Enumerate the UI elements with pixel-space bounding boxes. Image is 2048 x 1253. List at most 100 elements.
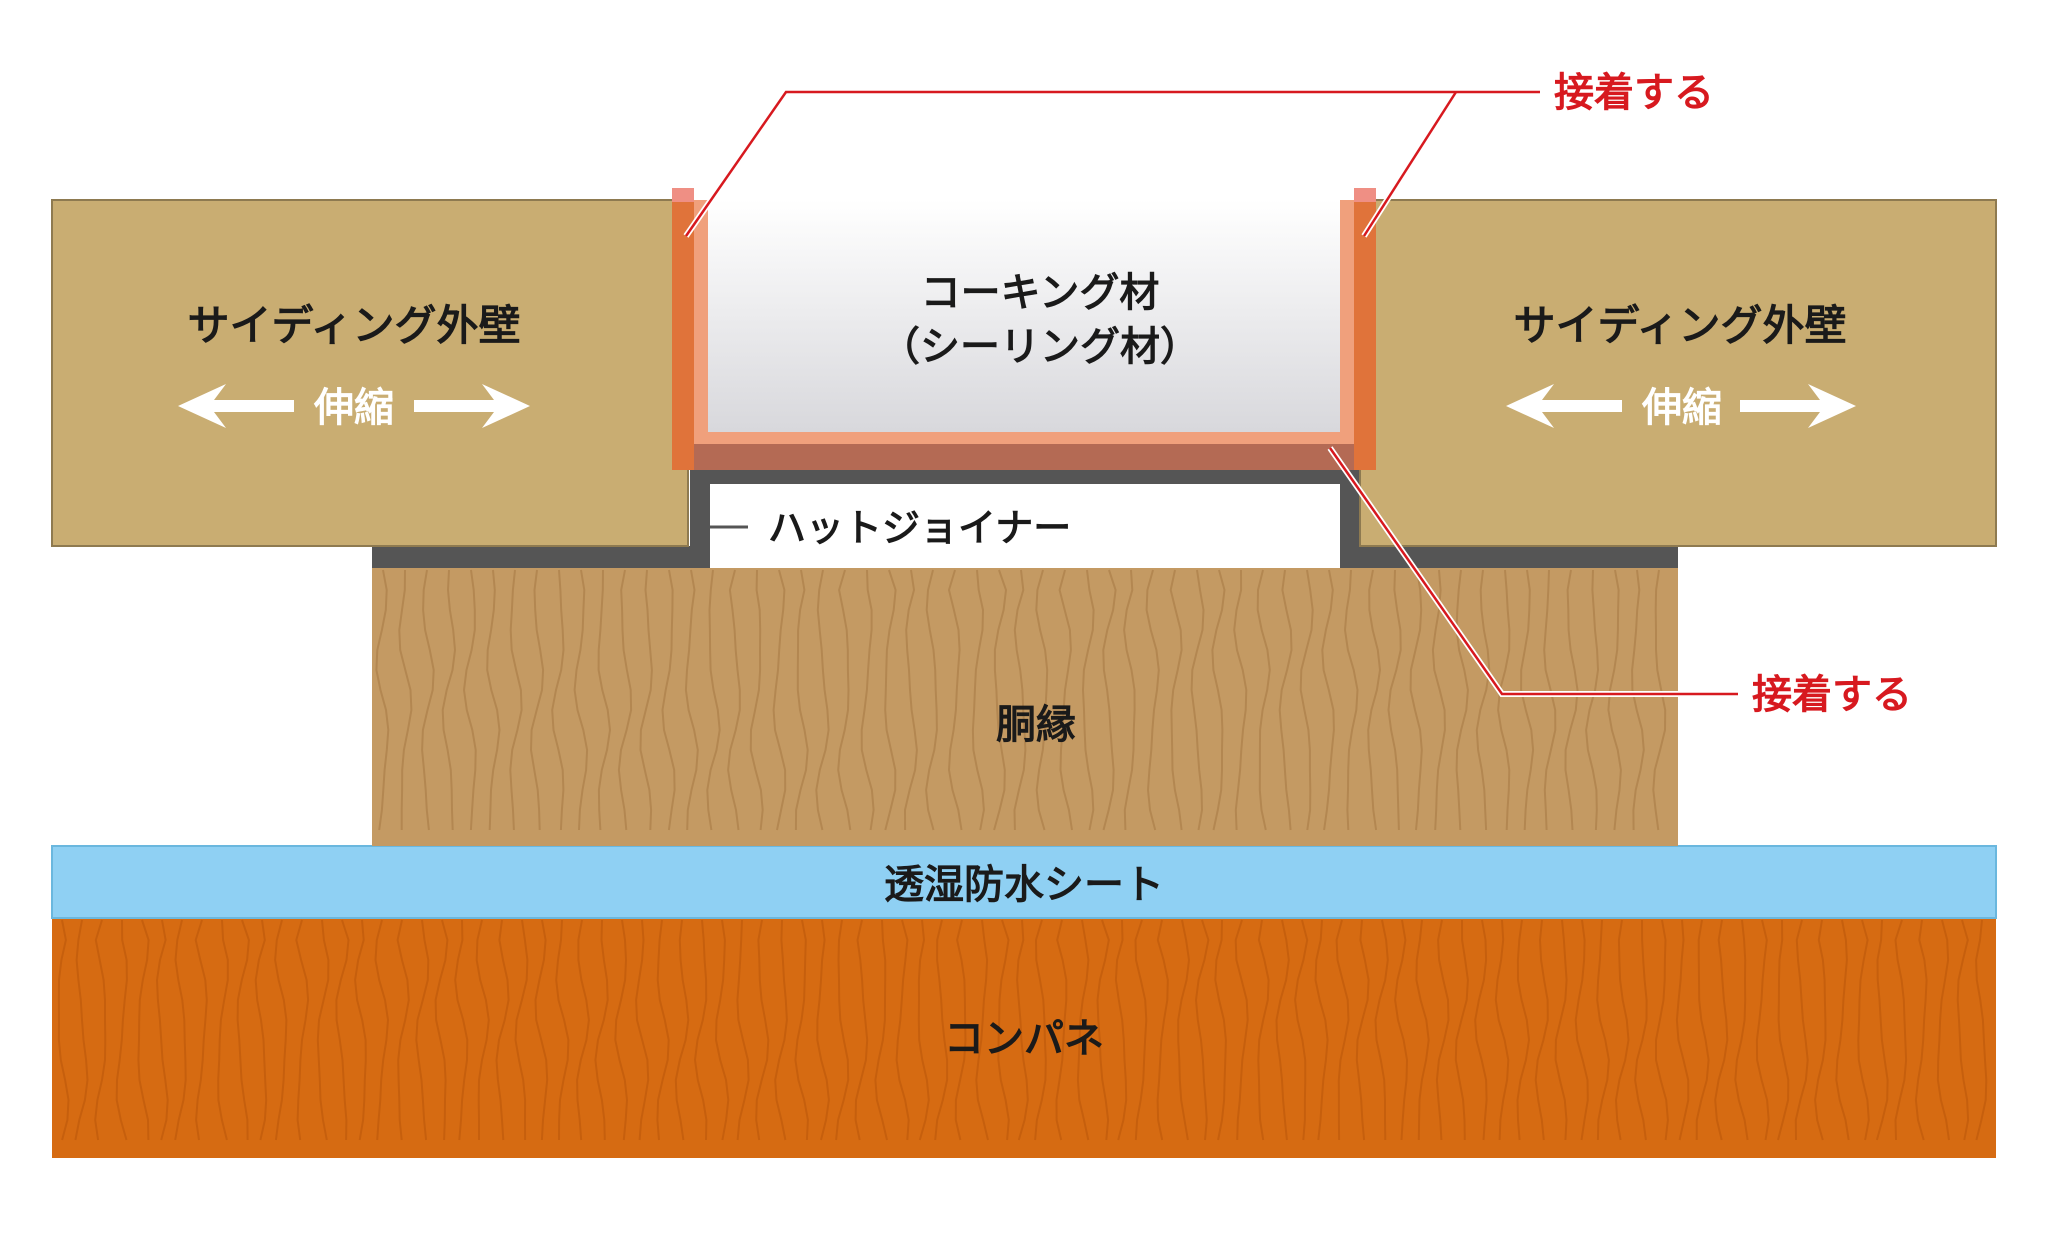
furring-grain-texture bbox=[375, 569, 1667, 831]
wood-grain-line bbox=[1299, 569, 1314, 831]
primer-wall-left bbox=[672, 188, 694, 470]
wood-grain-line bbox=[1814, 919, 1827, 1141]
membrane-layer: 透湿防水シート bbox=[51, 845, 1997, 919]
wood-grain-line bbox=[374, 919, 390, 1141]
wood-grain-line bbox=[1534, 919, 1549, 1141]
wood-grain-line bbox=[1169, 569, 1183, 831]
double-arrow-left-right-icon bbox=[178, 384, 530, 428]
membrane-label: 透湿防水シート bbox=[884, 862, 1164, 908]
wood-grain-line bbox=[774, 919, 788, 1141]
wood-grain-line bbox=[1374, 919, 1389, 1141]
wood-grain-line bbox=[137, 919, 150, 1141]
wood-grain-line bbox=[1102, 569, 1117, 831]
wood-grain-line bbox=[975, 919, 989, 1141]
wood-grain-line bbox=[1634, 919, 1648, 1141]
wood-grain-line bbox=[1543, 569, 1557, 831]
wood-grain-line bbox=[1936, 919, 1950, 1141]
wood-grain-line bbox=[396, 919, 410, 1141]
wood-grain-line bbox=[534, 919, 549, 1141]
wood-grain-line bbox=[1794, 919, 1809, 1141]
wood-grain-line bbox=[884, 569, 897, 831]
wood-grain-line bbox=[954, 919, 967, 1141]
wood-grain-line bbox=[1194, 919, 1210, 1141]
wood-grain-line bbox=[917, 919, 930, 1141]
wood-grain-line bbox=[1034, 919, 1047, 1141]
wood-grain-line bbox=[1585, 569, 1600, 831]
siding-left-label: サイディング外壁 bbox=[187, 301, 520, 350]
bond-breaker-tape bbox=[694, 444, 1354, 470]
wood-grain-line bbox=[1497, 569, 1511, 831]
wood-grain-line bbox=[1494, 919, 1510, 1141]
wood-grain-line bbox=[1387, 569, 1402, 831]
wood-grain-line bbox=[354, 919, 367, 1141]
wood-grain-line bbox=[236, 919, 250, 1141]
wood-grain-line bbox=[1474, 919, 1488, 1141]
wood-grain-line bbox=[854, 919, 869, 1141]
wood-grain-line bbox=[993, 569, 1008, 831]
wood-grain-line bbox=[1857, 919, 1870, 1141]
wood-grain-line bbox=[714, 919, 730, 1141]
wood-grain-line bbox=[1278, 569, 1293, 831]
wood-grain-line bbox=[736, 919, 750, 1141]
wood-grain-line bbox=[421, 569, 435, 831]
wood-grain-line bbox=[794, 569, 809, 831]
wood-grain-line bbox=[217, 919, 229, 1141]
wood-grain-line bbox=[1214, 919, 1227, 1141]
wood-grain-line bbox=[971, 569, 985, 831]
wood-grain-line bbox=[656, 919, 670, 1141]
wood-grain-line bbox=[1714, 919, 1729, 1141]
wood-grain-line bbox=[895, 919, 910, 1141]
wood-grain-line bbox=[1177, 919, 1191, 1141]
wood-grain-line bbox=[749, 569, 764, 831]
wood-grain-line bbox=[398, 569, 413, 830]
wood-grain-line bbox=[1145, 569, 1160, 831]
wood-grain-line bbox=[1520, 569, 1535, 831]
wood-grain-line bbox=[925, 569, 938, 831]
siding-panel-left: サイディング外壁 伸縮 bbox=[51, 199, 689, 547]
expansion-right-label: 伸縮 bbox=[1641, 385, 1722, 431]
wood-grain-line bbox=[74, 919, 89, 1141]
wood-grain-line bbox=[1190, 569, 1205, 831]
wood-grain-line bbox=[1894, 919, 1908, 1141]
wood-grain-line bbox=[706, 569, 721, 831]
wood-grain-line bbox=[454, 919, 469, 1141]
hat-joiner-label: ハットジョイナー bbox=[768, 506, 1071, 550]
callout-adhere-bottom: 接着する bbox=[1327, 446, 1912, 718]
wood-grain-line bbox=[155, 919, 169, 1141]
wood-grain-line bbox=[1564, 569, 1579, 831]
wood-grain-line bbox=[94, 919, 107, 1141]
adhere-bottom-label: 接着する bbox=[1752, 672, 1912, 718]
callout-adhere-top: 接着する bbox=[683, 70, 1714, 238]
wood-grain-line bbox=[614, 919, 629, 1141]
wood-grain-line bbox=[194, 919, 208, 1141]
wood-grain-line bbox=[174, 919, 187, 1141]
wood-grain-line bbox=[1233, 569, 1248, 831]
caulking-label-line2: （シーリング材） bbox=[880, 324, 1200, 370]
wood-grain-line bbox=[860, 569, 875, 831]
wood-grain-line bbox=[947, 569, 963, 831]
wood-grain-line bbox=[1435, 919, 1450, 1141]
wood-grain-line bbox=[997, 919, 1010, 1141]
wood-grain-line bbox=[1631, 569, 1645, 831]
wood-grain-line bbox=[1454, 919, 1469, 1141]
wood-grain-line bbox=[551, 569, 565, 831]
wood-grain-line bbox=[335, 919, 350, 1141]
wood-grain-line bbox=[794, 919, 809, 1141]
wood-grain-line bbox=[1614, 919, 1630, 1141]
wood-grain-line bbox=[1755, 919, 1770, 1141]
wood-grain-line bbox=[1695, 919, 1710, 1141]
wood-grain-line bbox=[597, 569, 612, 831]
wood-grain-line bbox=[509, 569, 523, 831]
wood-grain-line bbox=[1394, 919, 1409, 1141]
wood-grain-line bbox=[1035, 569, 1049, 831]
wood-grain-line bbox=[1081, 569, 1095, 831]
wood-grain-line bbox=[1211, 569, 1226, 831]
wood-grain-line bbox=[1431, 569, 1446, 831]
furring-strip-layer: 胴縁 bbox=[372, 568, 1678, 846]
wood-grain-line bbox=[576, 919, 590, 1141]
wood-grain-line bbox=[755, 919, 770, 1141]
wood-grain-line bbox=[1956, 919, 1970, 1141]
plywood-grain-texture bbox=[57, 919, 1988, 1141]
wood-grain-line bbox=[903, 569, 918, 831]
